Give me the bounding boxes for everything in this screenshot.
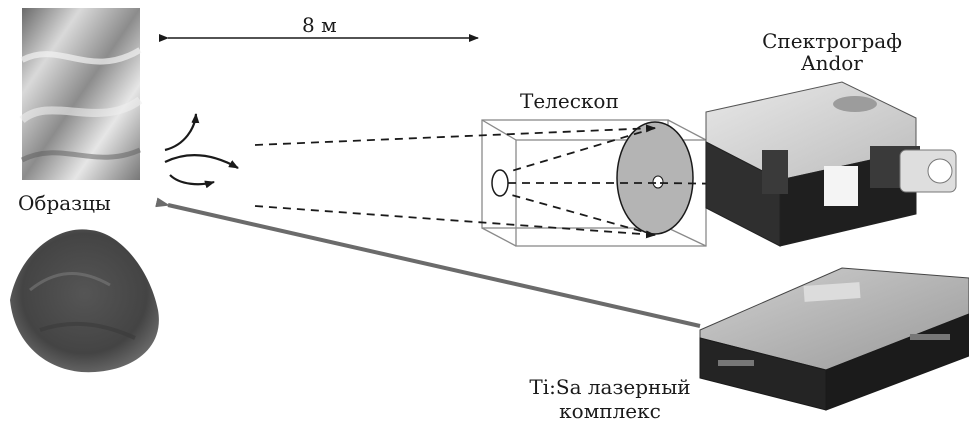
laser-label-line2: комплекс [559, 399, 661, 423]
scattered-light-arrows [164, 113, 239, 189]
laser-label-line1: Ti:Sa лазерный [529, 375, 691, 399]
laser-beam-arrow [155, 197, 701, 328]
spectrograph-label-line1: Спектрограф [762, 29, 902, 53]
samples-label: Образцы [18, 191, 111, 215]
sample-plate-image [19, 8, 143, 180]
telescope-tube [491, 169, 509, 197]
laser-system-device [699, 267, 969, 411]
spectrograph-label-line2: Andor [801, 51, 863, 75]
telescope-label: Телескоп [520, 89, 619, 113]
powder-sample-image [10, 229, 159, 373]
telescope-mirror [616, 121, 694, 235]
spectrograph-device [705, 81, 957, 247]
distance-label: 8 м [302, 13, 337, 37]
